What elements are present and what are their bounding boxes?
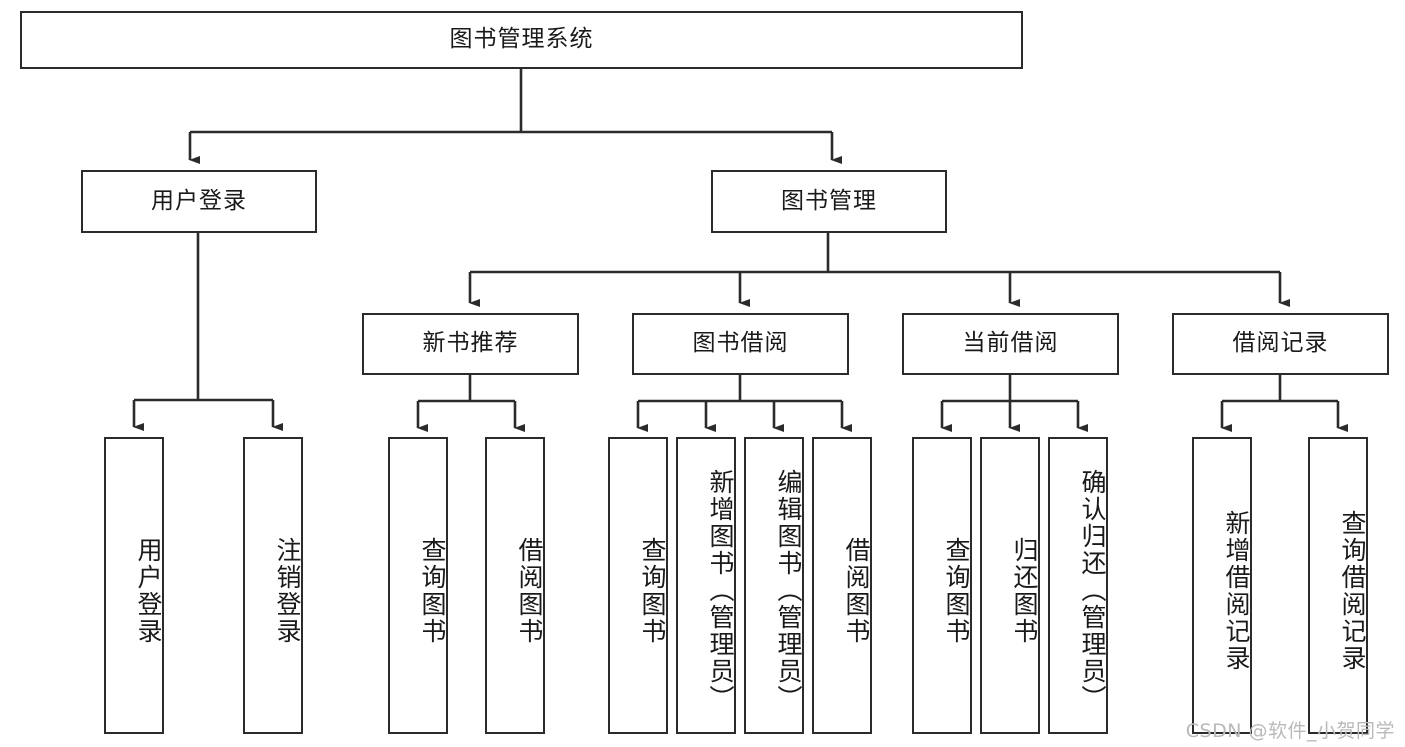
node-label: 借阅图书 [842, 536, 871, 645]
leaf-br-add-record[interactable]: 新增借阅记录 [1192, 437, 1252, 734]
node-label: 新书推荐 [422, 330, 519, 357]
node-label: 确认归还（管理员） [1078, 469, 1107, 712]
node-label: 当前借阅 [962, 330, 1059, 357]
leaf-cb-query-books[interactable]: 查询图书 [912, 437, 972, 734]
leaf-nb-borrow-books[interactable]: 借阅图书 [485, 437, 545, 734]
node-label: 图书借阅 [692, 330, 789, 357]
node-user-login[interactable]: 用户登录 [81, 170, 317, 233]
leaf-bb-borrow-books[interactable]: 借阅图书 [812, 437, 872, 734]
node-label: 借阅图书 [515, 536, 544, 645]
node-label: 编辑图书（管理员） [774, 469, 803, 712]
node-label: 新增图书（管理员） [706, 469, 735, 712]
node-label: 图书管理系统 [449, 26, 594, 53]
node-label: 查询图书 [638, 536, 667, 645]
node-label: 图书管理 [781, 187, 877, 214]
node-root-book-management-system[interactable]: 图书管理系统 [20, 11, 1023, 69]
node-new-book-recommendation[interactable]: 新书推荐 [362, 313, 579, 375]
node-label: 归还图书 [1010, 536, 1039, 645]
leaf-cb-return-books[interactable]: 归还图书 [980, 437, 1040, 734]
node-label: 用户登录 [151, 187, 247, 214]
node-book-borrowing[interactable]: 图书借阅 [632, 313, 849, 375]
node-label: 用户登录 [134, 536, 163, 645]
leaf-nb-query-books[interactable]: 查询图书 [388, 437, 448, 734]
watermark-text: CSDN @软件_小贺同学 [1185, 720, 1395, 742]
node-label: 查询图书 [418, 536, 447, 645]
node-label: 借阅记录 [1232, 330, 1329, 357]
node-label: 新增借阅记录 [1222, 509, 1251, 672]
leaf-user-login[interactable]: 用户登录 [104, 437, 164, 734]
node-current-borrowing[interactable]: 当前借阅 [902, 313, 1119, 375]
leaf-cb-confirm-return-admin[interactable]: 确认归还（管理员） [1048, 437, 1108, 734]
leaf-bb-edit-book-admin[interactable]: 编辑图书（管理员） [744, 437, 804, 734]
leaf-bb-add-book-admin[interactable]: 新增图书（管理员） [676, 437, 736, 734]
leaf-logout[interactable]: 注销登录 [243, 437, 303, 734]
leaf-br-query-record[interactable]: 查询借阅记录 [1308, 437, 1368, 734]
node-label: 查询图书 [942, 536, 971, 645]
node-label: 查询借阅记录 [1338, 509, 1367, 672]
node-borrowing-record[interactable]: 借阅记录 [1172, 313, 1389, 375]
leaf-bb-query-books[interactable]: 查询图书 [608, 437, 668, 734]
node-book-management[interactable]: 图书管理 [711, 170, 947, 233]
node-label: 注销登录 [273, 536, 302, 645]
